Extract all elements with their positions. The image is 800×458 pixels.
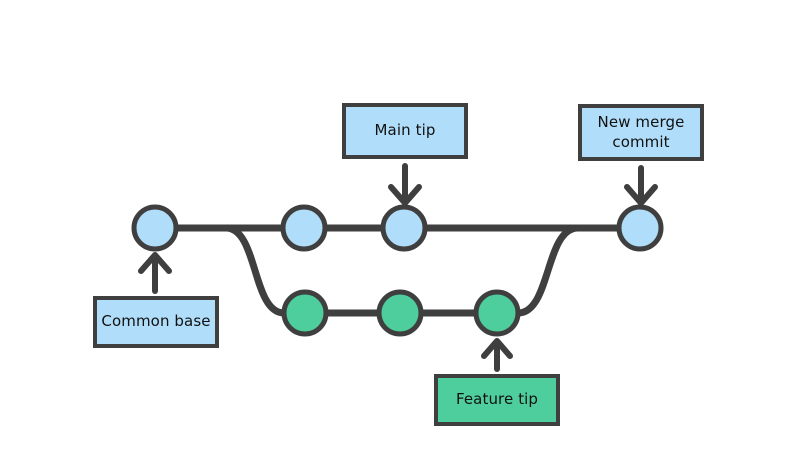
label-common-base[interactable]: Common base xyxy=(93,296,219,348)
arrow-up-feature-tip-icon xyxy=(481,338,513,372)
arrow-up-common-base-icon xyxy=(138,252,172,294)
node-feature-commit-1[interactable] xyxy=(281,289,329,337)
label-new-merge-commit[interactable]: New merge commit xyxy=(578,104,704,161)
label-new-merge-commit-text: New merge commit xyxy=(597,113,685,151)
label-feature-tip-text: Feature tip xyxy=(455,390,539,409)
node-common-base[interactable] xyxy=(131,204,179,252)
node-feature-tip[interactable] xyxy=(473,289,521,337)
node-main-commit-2[interactable] xyxy=(380,204,428,252)
label-main-tip-text: Main tip xyxy=(374,121,436,140)
annotation-arrows xyxy=(138,163,658,372)
arrow-down-new-merge-commit-icon xyxy=(624,165,658,206)
fork-curve xyxy=(222,224,288,317)
label-feature-tip[interactable]: Feature tip xyxy=(434,374,560,426)
label-main-tip[interactable]: Main tip xyxy=(342,103,468,159)
node-main-commit-1[interactable] xyxy=(280,204,328,252)
main-branch-nodes xyxy=(131,204,664,252)
arrow-down-main-tip-icon xyxy=(388,163,422,206)
label-common-base-text: Common base xyxy=(101,312,211,331)
merge-curve xyxy=(514,224,582,317)
node-feature-commit-2[interactable] xyxy=(376,289,424,337)
feature-branch-nodes xyxy=(281,289,521,337)
node-merge-commit[interactable] xyxy=(616,204,664,252)
